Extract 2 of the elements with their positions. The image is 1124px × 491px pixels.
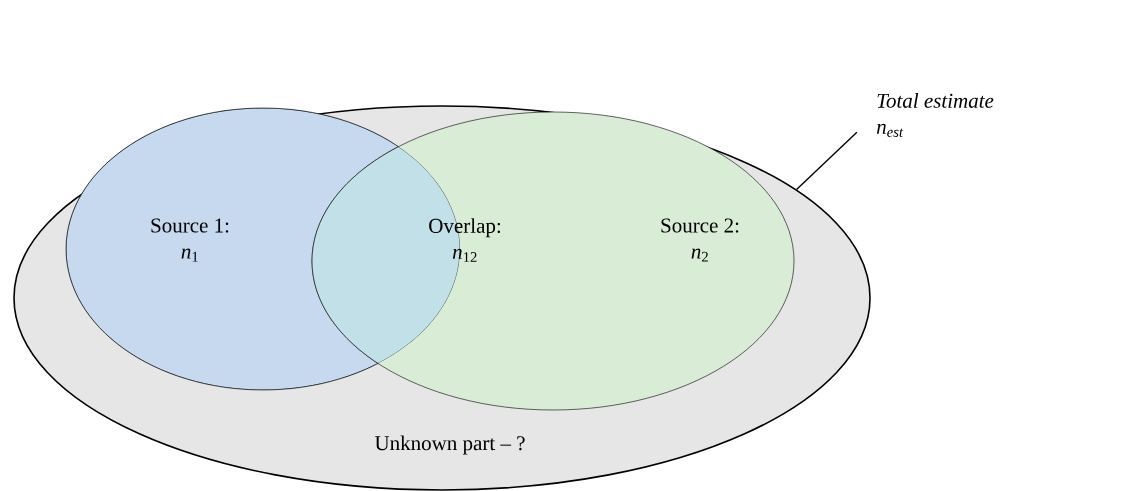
total-estimate-label: Total estimate n$_{est}$ xyxy=(876,93,994,137)
leader-line xyxy=(795,131,858,191)
